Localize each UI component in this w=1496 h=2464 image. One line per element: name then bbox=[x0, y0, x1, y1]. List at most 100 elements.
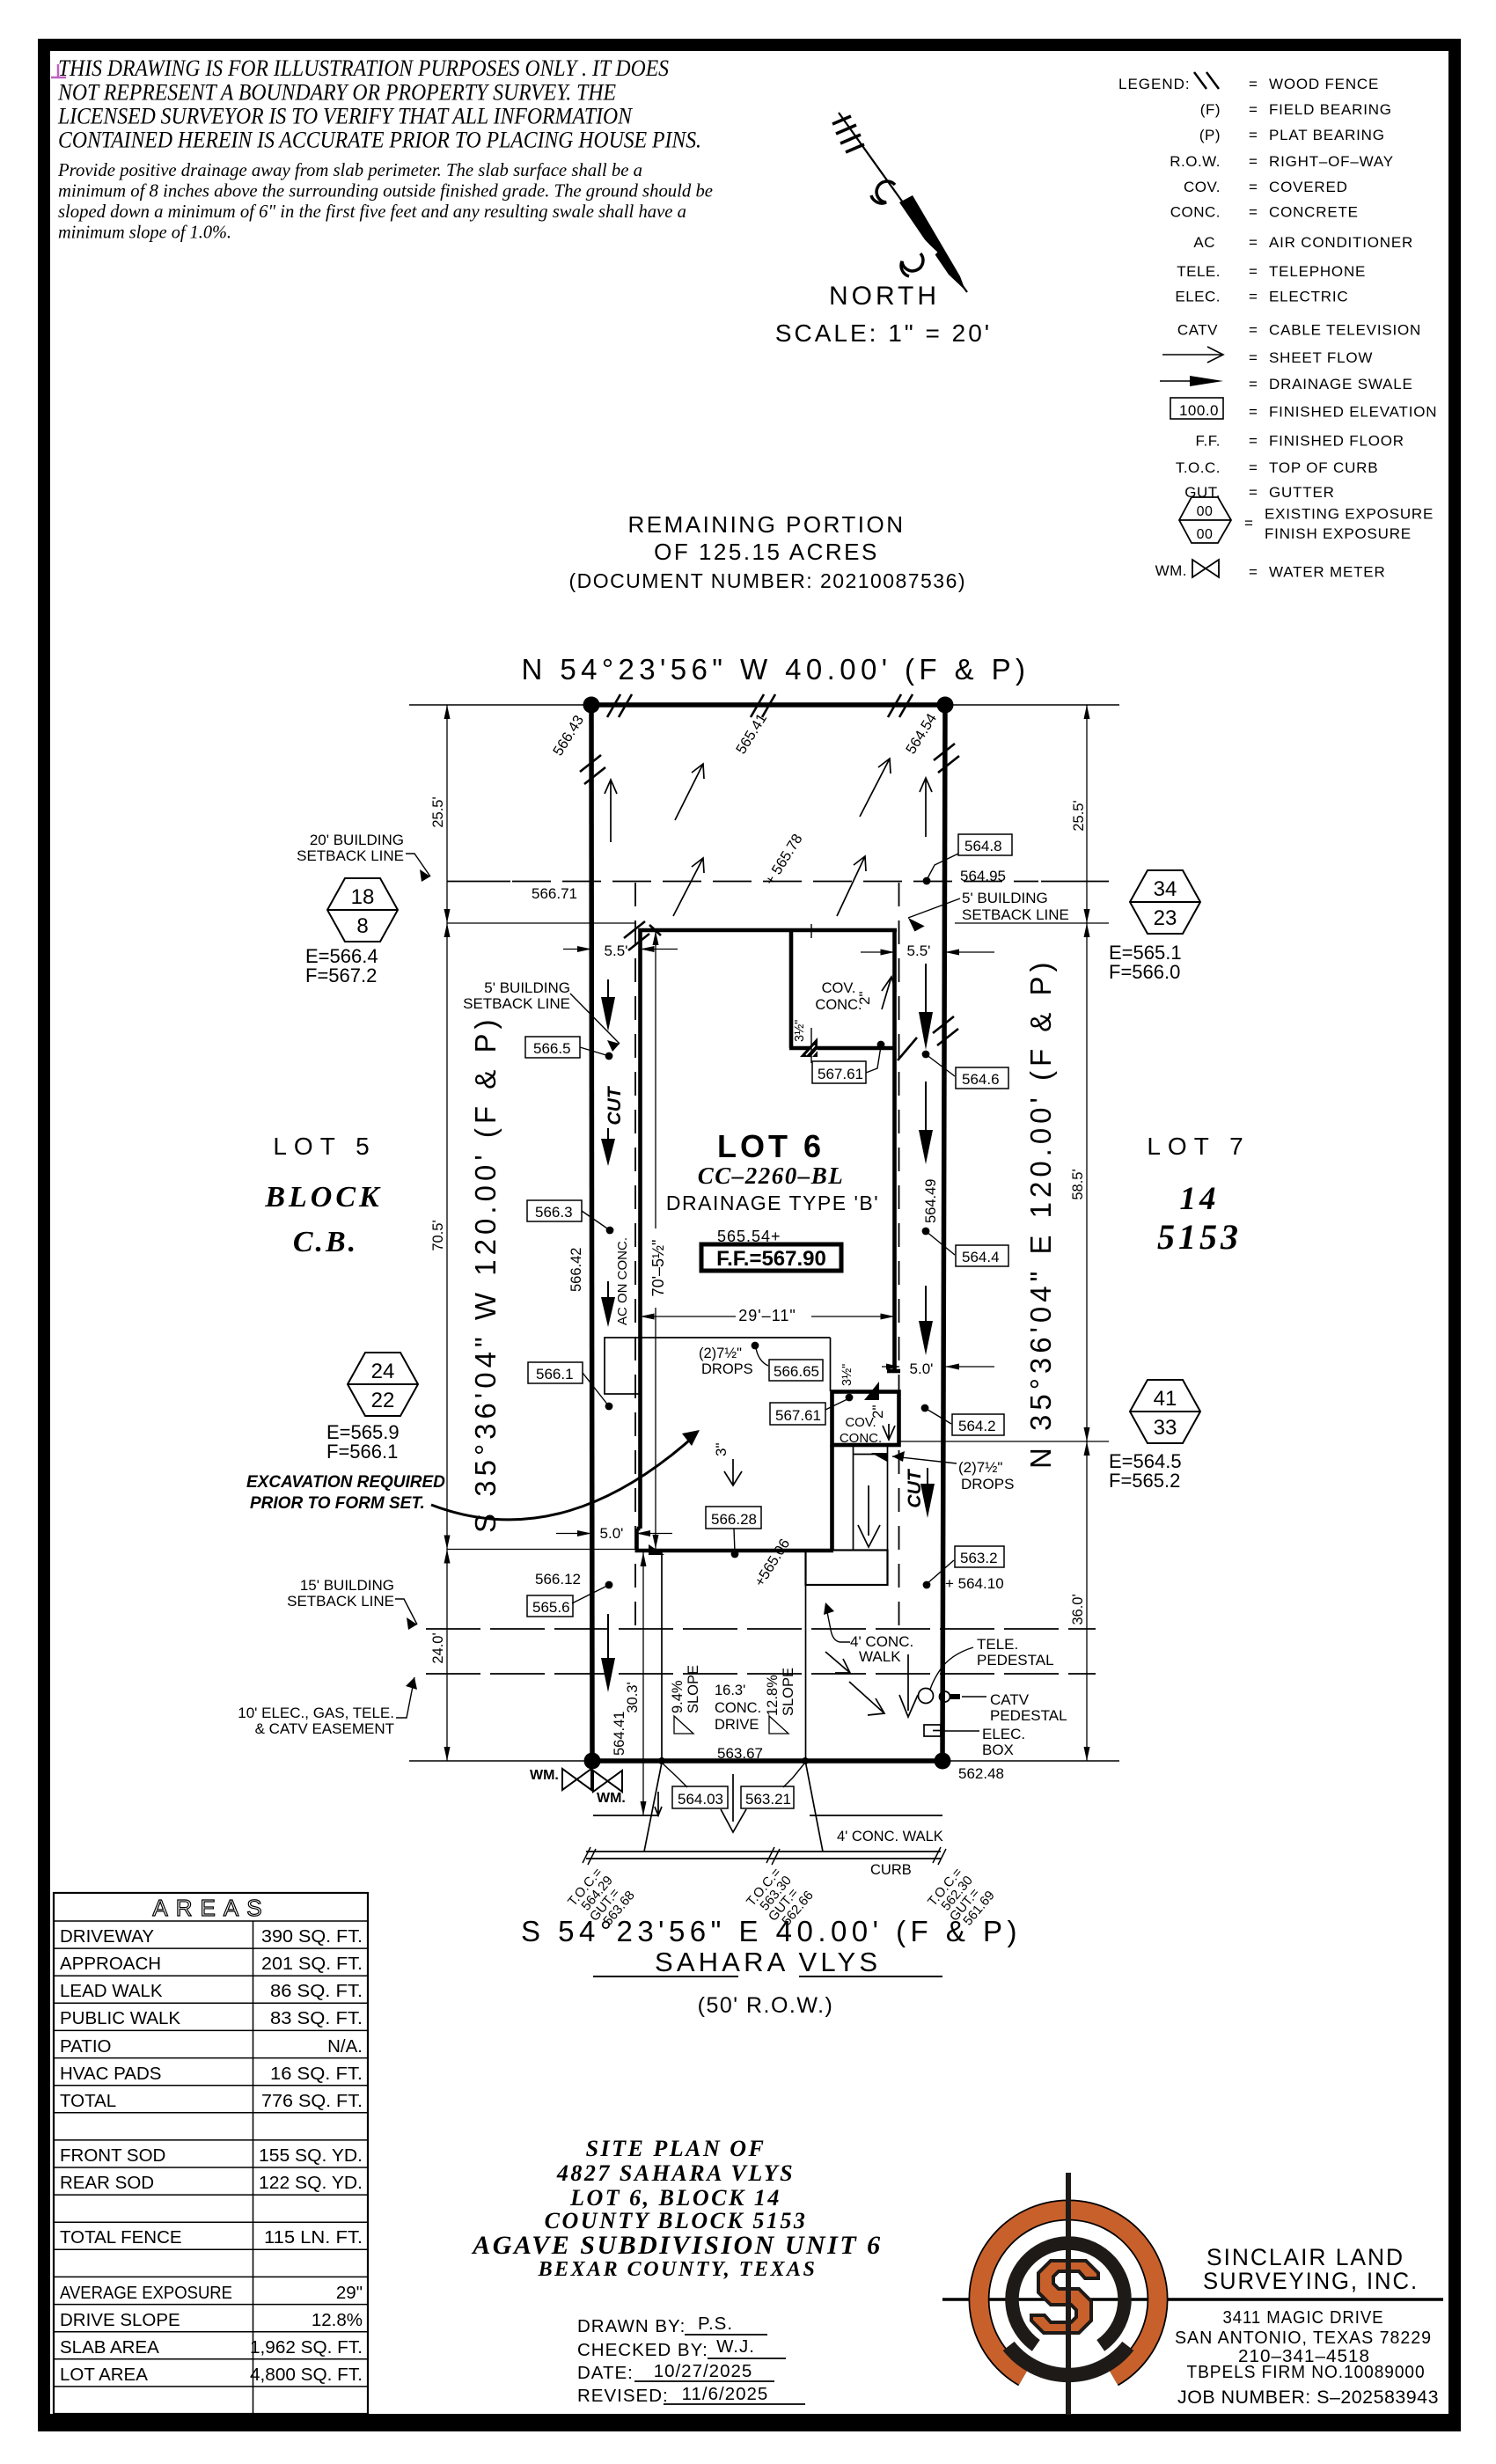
svg-text:SAN ANTONIO, TEXAS 78229: SAN ANTONIO, TEXAS 78229 bbox=[1175, 2328, 1432, 2348]
svg-text:sloped down a minimum of 6" in: sloped down a minimum of 6" in the first… bbox=[58, 201, 686, 222]
svg-text:(F): (F) bbox=[1200, 101, 1221, 118]
svg-text:70.5': 70.5' bbox=[430, 1220, 446, 1250]
svg-text:=: = bbox=[1249, 234, 1258, 251]
svg-text:F=567.2: F=567.2 bbox=[305, 964, 377, 986]
svg-text:566.65: 566.65 bbox=[774, 1363, 819, 1380]
svg-text:(P): (P) bbox=[1199, 127, 1221, 143]
svg-text:16 SQ. FT.: 16 SQ. FT. bbox=[270, 2064, 363, 2084]
svg-text:14: 14 bbox=[1180, 1181, 1220, 1217]
svg-text:N 54°23'56" W 40.00' (F & P): N 54°23'56" W 40.00' (F & P) bbox=[522, 653, 1028, 686]
svg-text:=: = bbox=[1249, 101, 1258, 118]
svg-text:8: 8 bbox=[356, 914, 368, 938]
svg-text:=: = bbox=[1249, 433, 1258, 450]
svg-text:E=566.4: E=566.4 bbox=[305, 945, 378, 967]
svg-text:=: = bbox=[1249, 484, 1258, 501]
svg-text:776 SQ. FT.: 776 SQ. FT. bbox=[261, 2091, 363, 2111]
svg-text:SETBACK LINE: SETBACK LINE bbox=[287, 1593, 394, 1610]
svg-text:23: 23 bbox=[1154, 906, 1177, 930]
svg-text:C.B.: C.B. bbox=[293, 1226, 358, 1258]
svg-text:SAHARA VLYS: SAHARA VLYS bbox=[655, 1947, 880, 1977]
svg-text:AIR CONDITIONER: AIR CONDITIONER bbox=[1269, 234, 1413, 251]
svg-text:S 54°23'56" E 40.00' (F & P): S 54°23'56" E 40.00' (F & P) bbox=[521, 1915, 1019, 1947]
svg-text:CUT: CUT bbox=[905, 1468, 925, 1507]
svg-text:566.43: 566.43 bbox=[550, 713, 587, 759]
svg-text:SCALE: 1" = 20': SCALE: 1" = 20' bbox=[775, 319, 992, 347]
svg-text:564.49: 564.49 bbox=[923, 1179, 939, 1223]
svg-text:LOT 7: LOT 7 bbox=[1147, 1133, 1250, 1160]
svg-text:WOOD FENCE: WOOD FENCE bbox=[1269, 76, 1379, 92]
svg-text:DRAINAGE SWALE: DRAINAGE SWALE bbox=[1269, 376, 1413, 392]
svg-text:LOT 6, BLOCK 14: LOT 6, BLOCK 14 bbox=[569, 2185, 781, 2211]
svg-text:COV.: COV. bbox=[845, 1415, 876, 1430]
svg-text:4' CONC. WALK: 4' CONC. WALK bbox=[837, 1829, 943, 1844]
svg-text:=: = bbox=[1249, 459, 1258, 476]
svg-text:PRIOR TO FORM SET.: PRIOR TO FORM SET. bbox=[250, 1494, 425, 1513]
svg-text:566.28: 566.28 bbox=[711, 1511, 757, 1528]
svg-text:=: = bbox=[1249, 179, 1258, 195]
svg-text:TOTAL FENCE: TOTAL FENCE bbox=[60, 2227, 182, 2248]
svg-text:11/6/2025: 11/6/2025 bbox=[682, 2384, 769, 2404]
svg-text:18: 18 bbox=[351, 885, 375, 909]
svg-text:LOT AREA: LOT AREA bbox=[60, 2365, 148, 2385]
svg-text:F=566.0: F=566.0 bbox=[1109, 961, 1180, 983]
svg-text:12.8%: 12.8% bbox=[765, 1675, 781, 1716]
svg-text:DRIVEWAY: DRIVEWAY bbox=[60, 1926, 154, 1947]
svg-text:24.0': 24.0' bbox=[430, 1632, 446, 1663]
svg-text:TELE.: TELE. bbox=[1177, 263, 1221, 280]
svg-text:5.0': 5.0' bbox=[600, 1525, 624, 1542]
svg-text:00: 00 bbox=[1197, 527, 1214, 542]
svg-text:WM.: WM. bbox=[597, 1791, 626, 1806]
svg-text:29": 29" bbox=[336, 2283, 363, 2303]
svg-text:DRIVE SLOPE: DRIVE SLOPE bbox=[60, 2310, 180, 2330]
svg-text:W.J.: W.J. bbox=[716, 2336, 755, 2357]
svg-text:(DOCUMENT NUMBER: 20210087536): (DOCUMENT NUMBER: 20210087536) bbox=[569, 569, 966, 592]
svg-text:CONC.: CONC. bbox=[1170, 204, 1221, 221]
svg-text:564.2: 564.2 bbox=[958, 1418, 996, 1434]
svg-text:33: 33 bbox=[1154, 1416, 1177, 1440]
svg-text:PEDESTAL: PEDESTAL bbox=[990, 1707, 1067, 1724]
svg-text:minimum slope of 1.0%.: minimum slope of 1.0%. bbox=[58, 222, 231, 243]
svg-text:566.5: 566.5 bbox=[533, 1040, 571, 1057]
svg-text:SETBACK LINE: SETBACK LINE bbox=[962, 906, 1069, 923]
svg-text:15' BUILDING: 15' BUILDING bbox=[300, 1577, 394, 1594]
svg-text:ELEC.: ELEC. bbox=[1175, 289, 1221, 305]
svg-text:TOTAL: TOTAL bbox=[60, 2091, 116, 2111]
svg-text:FIELD BEARING: FIELD BEARING bbox=[1269, 101, 1392, 118]
svg-text:LOT 6: LOT 6 bbox=[717, 1128, 825, 1164]
svg-text:FINISHED ELEVATION: FINISHED ELEVATION bbox=[1269, 404, 1437, 421]
svg-text:ELECTRIC: ELECTRIC bbox=[1269, 289, 1348, 305]
svg-text:N/A.: N/A. bbox=[327, 2036, 363, 2057]
svg-text:TELE.: TELE. bbox=[977, 1636, 1018, 1653]
svg-text:122 SQ. YD.: 122 SQ. YD. bbox=[259, 2173, 363, 2193]
svg-text:F=566.1: F=566.1 bbox=[326, 1441, 398, 1463]
svg-text:AVERAGE EXPOSURE: AVERAGE EXPOSURE bbox=[60, 2283, 232, 2303]
svg-text:34: 34 bbox=[1154, 877, 1177, 901]
svg-text:TOP OF CURB: TOP OF CURB bbox=[1269, 459, 1378, 476]
svg-text:566.71: 566.71 bbox=[532, 885, 577, 902]
svg-text:567.61: 567.61 bbox=[775, 1407, 821, 1424]
svg-text:WALK: WALK bbox=[859, 1648, 901, 1665]
svg-text:564.54: 564.54 bbox=[903, 711, 940, 757]
svg-text:CONC.: CONC. bbox=[840, 1431, 882, 1446]
svg-text:N 35°36'04" E 120.00' (F & P): N 35°36'04" E 120.00' (F & P) bbox=[1024, 960, 1057, 1469]
svg-text:CURB: CURB bbox=[870, 1862, 912, 1878]
svg-text:565.41: 565.41 bbox=[733, 711, 770, 757]
svg-text:5.0': 5.0' bbox=[910, 1360, 934, 1377]
svg-text:563.2: 563.2 bbox=[960, 1550, 998, 1566]
svg-text:SETBACK LINE: SETBACK LINE bbox=[297, 847, 404, 864]
svg-text:565.6: 565.6 bbox=[532, 1599, 570, 1616]
svg-text:OF 125.15 ACRES: OF 125.15 ACRES bbox=[654, 539, 879, 565]
svg-text:CATV: CATV bbox=[990, 1691, 1030, 1708]
svg-text:GUTTER: GUTTER bbox=[1269, 484, 1335, 501]
svg-text:83 SQ. FT.: 83 SQ. FT. bbox=[270, 2008, 363, 2028]
svg-text:70'–5½": 70'–5½" bbox=[649, 1240, 667, 1297]
svg-text:36.0': 36.0' bbox=[1070, 1594, 1086, 1624]
svg-text:86 SQ. FT.: 86 SQ. FT. bbox=[270, 1981, 363, 2001]
svg-text:E=565.9: E=565.9 bbox=[326, 1421, 400, 1443]
svg-text:25.5': 25.5' bbox=[1071, 800, 1087, 831]
svg-text:NORTH: NORTH bbox=[829, 282, 940, 311]
svg-text:564.41: 564.41 bbox=[612, 1712, 627, 1756]
svg-text:LEAD WALK: LEAD WALK bbox=[60, 1981, 163, 2001]
svg-text:PATIO: PATIO bbox=[60, 2036, 111, 2057]
svg-text:564.8: 564.8 bbox=[964, 838, 1002, 854]
